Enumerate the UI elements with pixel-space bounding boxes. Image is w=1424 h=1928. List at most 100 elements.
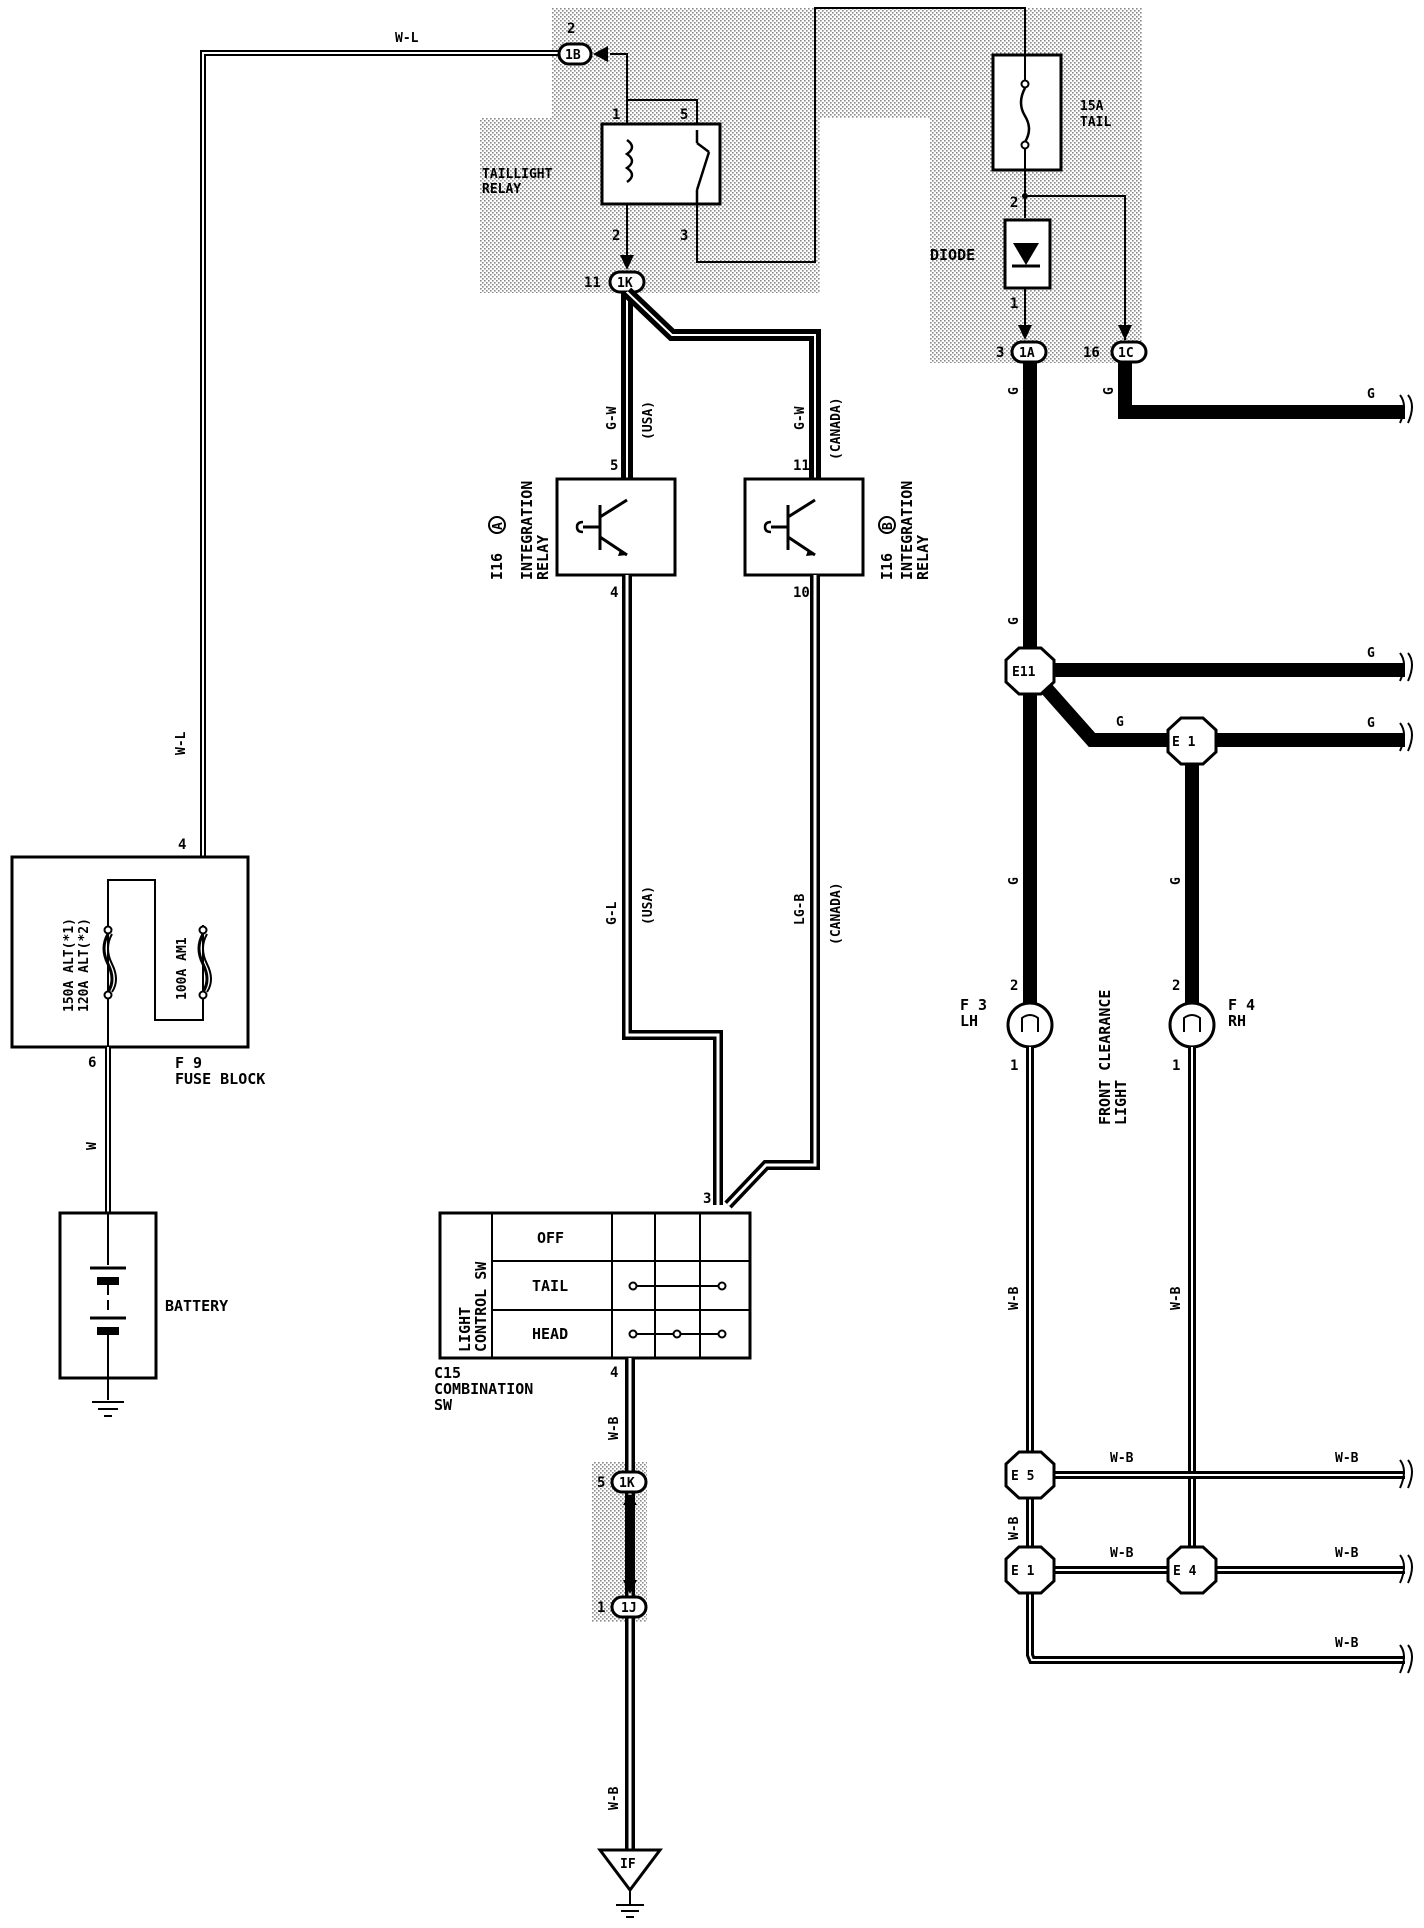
integration-relay-a-sub: A: [491, 522, 506, 530]
lamp-rh-pin-top: 2: [1172, 978, 1180, 994]
integration-relay-b-sub-badge: [878, 516, 896, 534]
wire-w-b-ground: W-B W-B 1K 5 1J 1 IF: [597, 1358, 663, 1918]
wire-label-usa-bottom: (USA): [641, 886, 656, 925]
connector-1c-pin: 16: [1083, 345, 1100, 361]
wire-label-w-b-rh: W-B: [1169, 1286, 1184, 1310]
wire-label-w-b-e5: W-B: [1110, 1451, 1134, 1466]
wires-to-combination-switch: G-L (USA) LG-B (CANADA): [605, 575, 844, 1209]
wire-w-battery: W: [85, 1047, 111, 1213]
lamp-rh: 2 1 F 4 RH: [1168, 978, 1255, 1074]
integration-relay-a: 5 4 I16 A INTEGRATION RELAY: [488, 458, 677, 601]
lamp-lh-pin-top: 2: [1010, 978, 1018, 994]
connector-1k-top: 1K 11: [584, 270, 646, 294]
integration-relay-b-line2: RELAY: [914, 535, 932, 580]
wire-label-w-b-right-e5: W-B: [1335, 1451, 1359, 1466]
integration-relay-a-ref: I16: [488, 553, 506, 580]
wire-label-w-b-switch: W-B: [607, 1416, 622, 1440]
wire-label-w: W: [85, 1142, 100, 1150]
relay-pin-5: 5: [680, 107, 688, 123]
combination-switch-ref: C15: [434, 1364, 461, 1382]
wires-g: G G G G G G G G G: [1007, 362, 1413, 1025]
lamp-lh-pin-bottom: 1: [1010, 1058, 1018, 1074]
splice-e1-bottom: E 1: [1004, 1545, 1056, 1595]
fuse-block-alt1: 150A ALT(*1): [62, 918, 77, 1012]
combination-switch-row-head: HEAD: [532, 1325, 568, 1343]
tail-fuse: 15A TAIL 2: [991, 53, 1126, 340]
wire-label-w-l-top: W-L: [395, 31, 419, 46]
lamp-lh: 2 1 F 3 LH: [960, 978, 1054, 1074]
wire-label-g-right-e1: G: [1367, 716, 1375, 731]
wire-label-g-diag: G: [1116, 715, 1124, 730]
relay-pin-1: 1: [612, 107, 620, 123]
wire-label-g-1a: G: [1007, 387, 1022, 395]
connector-1k-top-id: 1K: [617, 276, 633, 291]
battery-label: BATTERY: [165, 1297, 228, 1315]
lamp-lh-ref: F 3: [960, 996, 987, 1014]
wire-label-g-rh: G: [1169, 877, 1184, 885]
wire-label-lg-b: LG-B: [793, 894, 808, 925]
lamp-lh-side: LH: [960, 1012, 978, 1030]
relay-name-line2: RELAY: [482, 182, 521, 197]
relay-switch: [695, 130, 711, 205]
integration-relay-b-line1: INTEGRATION: [898, 481, 916, 580]
lamp-rh-pin-bottom: 1: [1172, 1058, 1180, 1074]
combination-switch-name-line2: SW: [434, 1396, 453, 1414]
connector-1k-bottom-id: 1K: [619, 1476, 635, 1491]
combination-switch-row-tail: TAIL: [532, 1277, 568, 1295]
wire-label-w-b-between: W-B: [1007, 1516, 1022, 1540]
integration-relay-b-ref: I16: [878, 553, 896, 580]
taillight-relay-wiring: 1 5 2 3 TAILLIGHT RELAY: [482, 7, 1026, 270]
connector-1c: 1C 16: [1083, 340, 1148, 364]
integration-relay-b-sub: B: [881, 522, 896, 530]
connector-1b: 1B 2: [557, 21, 608, 66]
integration-relay-b-pin-top: 11: [793, 458, 810, 474]
fuse-block: 150A ALT(*1) 120A ALT(*2) 100A AM1 4 6 F…: [10, 837, 265, 1088]
integration-relay-a-pin-top: 5: [610, 458, 618, 474]
connector-1a-pin: 3: [996, 345, 1004, 361]
splice-e11-label: E11: [1012, 665, 1036, 680]
lamp-rh-side: RH: [1228, 1012, 1246, 1030]
taillight-relay-box: [600, 122, 722, 206]
connector-1b-pin: 2: [567, 21, 575, 37]
connector-1a: 1A 3: [996, 340, 1048, 364]
splice-e4-label: E 4: [1173, 1564, 1197, 1579]
diode-pin: 1: [1010, 296, 1018, 312]
splice-e11: E11: [1004, 646, 1056, 696]
splice-e1-bottom-label: E 1: [1011, 1564, 1035, 1579]
fuse-block-pin-top: 4: [178, 837, 186, 853]
tail-fuse-rating-line2: TAIL: [1080, 115, 1111, 130]
lamps-title-line2: LIGHT: [1112, 1080, 1130, 1125]
integration-relay-a-pin-bottom: 4: [610, 585, 618, 601]
connector-1a-id: 1A: [1019, 346, 1035, 361]
wire-label-w-l-left: W-L: [174, 731, 189, 755]
wire-label-g-mid: G: [1007, 617, 1022, 625]
battery: BATTERY: [58, 1211, 228, 1417]
tail-fuse-pin: 2: [1010, 195, 1018, 211]
connector-1b-id: 1B: [565, 48, 581, 63]
wire-label-canada-top: (CANADA): [829, 397, 844, 460]
splice-e1-top: E 1: [1166, 716, 1218, 766]
connector-1j-pin: 1: [597, 1600, 605, 1616]
combination-switch-name-line1: COMBINATION: [434, 1380, 533, 1398]
diode-label: DIODE: [930, 246, 975, 264]
splice-e5-label: E 5: [1011, 1469, 1034, 1484]
fuse-block-ref: F 9: [175, 1054, 202, 1072]
splice-e4: E 4: [1166, 1545, 1218, 1595]
wire-label-w-b-ground: W-B: [607, 1786, 622, 1810]
ground-if-symbol: [597, 1848, 663, 1893]
integration-relay-a-sub-badge: [488, 516, 506, 534]
wire-label-g-right-top: G: [1367, 387, 1375, 402]
relay-pin-2: 2: [612, 228, 620, 244]
arrow-1b: [593, 46, 608, 62]
wire-label-g-right-e11: G: [1367, 646, 1375, 661]
relay-pin-3: 3: [680, 228, 688, 244]
integration-relay-b: 11 10 I16 B INTEGRATION RELAY: [743, 458, 932, 601]
wire-label-usa-top: (USA): [641, 401, 656, 440]
wire-label-w-b-right-e4: W-B: [1335, 1546, 1359, 1561]
wire-label-g-lh: G: [1007, 877, 1022, 885]
fuse-block-name: FUSE BLOCK: [175, 1070, 265, 1088]
wire-label-g-w-canada: G-W: [793, 406, 808, 430]
combination-switch-pin-bottom: 4: [610, 1365, 618, 1381]
connector-1j-id: 1J: [621, 1601, 637, 1616]
